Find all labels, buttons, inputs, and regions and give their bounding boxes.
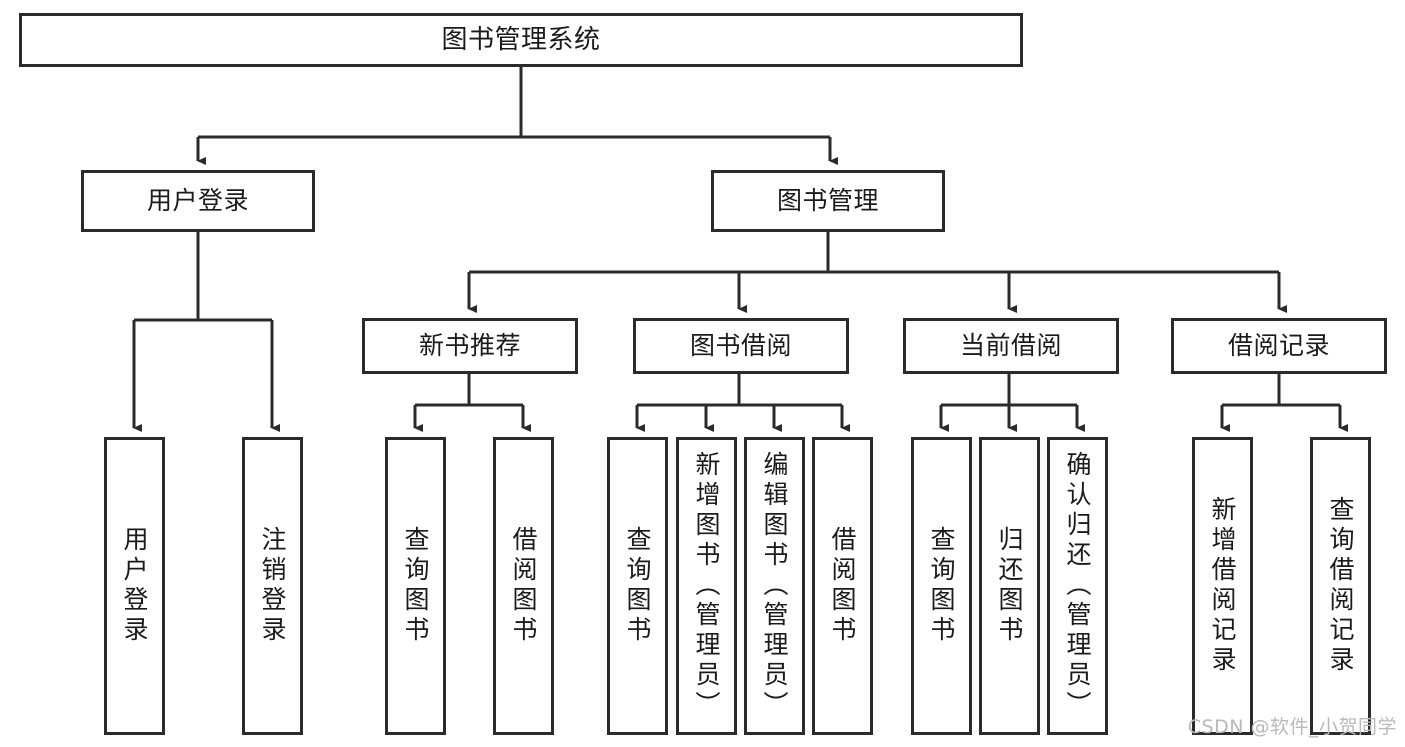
node-root-label: 图书管理系统	[441, 24, 601, 55]
node-leaf-query-book-1-label: 查询图书	[401, 526, 430, 646]
node-borrow-record[interactable]: 借阅记录	[1171, 318, 1387, 374]
node-leaf-query-record[interactable]: 查询借阅记录	[1310, 437, 1371, 735]
node-leaf-confirm-return[interactable]: 确认归还（管理员）	[1047, 437, 1108, 735]
node-leaf-borrow-book-1-label: 借阅图书	[509, 526, 538, 646]
node-leaf-borrow-book-2[interactable]: 借阅图书	[812, 437, 873, 735]
node-leaf-query-book-3-label: 查询图书	[927, 526, 956, 646]
node-leaf-add-record-label: 新增借阅记录	[1208, 496, 1237, 676]
node-leaf-user-logout[interactable]: 注销登录	[242, 437, 303, 735]
node-leaf-query-book-2-label: 查询图书	[623, 526, 652, 646]
node-current-borrow[interactable]: 当前借阅	[903, 318, 1119, 374]
node-leaf-return-book-label: 归还图书	[995, 526, 1024, 646]
node-leaf-add-book[interactable]: 新增图书（管理员）	[676, 437, 737, 735]
node-new-book-recommend-label: 新书推荐	[418, 331, 521, 361]
node-book-borrow[interactable]: 图书借阅	[633, 318, 849, 374]
node-leaf-user-login-label: 用户登录	[120, 526, 149, 646]
node-user-login-label: 用户登录	[146, 186, 249, 216]
node-leaf-query-book-3[interactable]: 查询图书	[911, 437, 972, 735]
node-leaf-query-book-2[interactable]: 查询图书	[607, 437, 668, 735]
node-leaf-edit-book-label: 编辑图书（管理员）	[760, 451, 789, 721]
node-leaf-query-book-1[interactable]: 查询图书	[385, 437, 446, 735]
node-user-login[interactable]: 用户登录	[81, 170, 315, 232]
node-book-borrow-label: 图书借阅	[689, 331, 792, 361]
node-leaf-add-record[interactable]: 新增借阅记录	[1192, 437, 1253, 735]
node-leaf-borrow-book-1[interactable]: 借阅图书	[493, 437, 554, 735]
node-leaf-user-login[interactable]: 用户登录	[104, 437, 165, 735]
node-leaf-edit-book[interactable]: 编辑图书（管理员）	[744, 437, 805, 735]
node-leaf-borrow-book-2-label: 借阅图书	[828, 526, 857, 646]
csdn-watermark: CSDN @软件_小贺同学	[1187, 716, 1397, 738]
node-leaf-user-logout-label: 注销登录	[258, 526, 287, 646]
node-borrow-record-label: 借阅记录	[1227, 331, 1330, 361]
node-new-book-recommend[interactable]: 新书推荐	[362, 318, 578, 374]
node-current-borrow-label: 当前借阅	[959, 331, 1062, 361]
node-book-manage[interactable]: 图书管理	[711, 170, 945, 232]
node-book-manage-label: 图书管理	[776, 186, 879, 216]
node-leaf-add-book-label: 新增图书（管理员）	[692, 451, 721, 721]
node-leaf-confirm-return-label: 确认归还（管理员）	[1063, 451, 1092, 721]
node-leaf-return-book[interactable]: 归还图书	[979, 437, 1040, 735]
node-root[interactable]: 图书管理系统	[19, 13, 1023, 67]
node-leaf-query-record-label: 查询借阅记录	[1326, 496, 1355, 676]
